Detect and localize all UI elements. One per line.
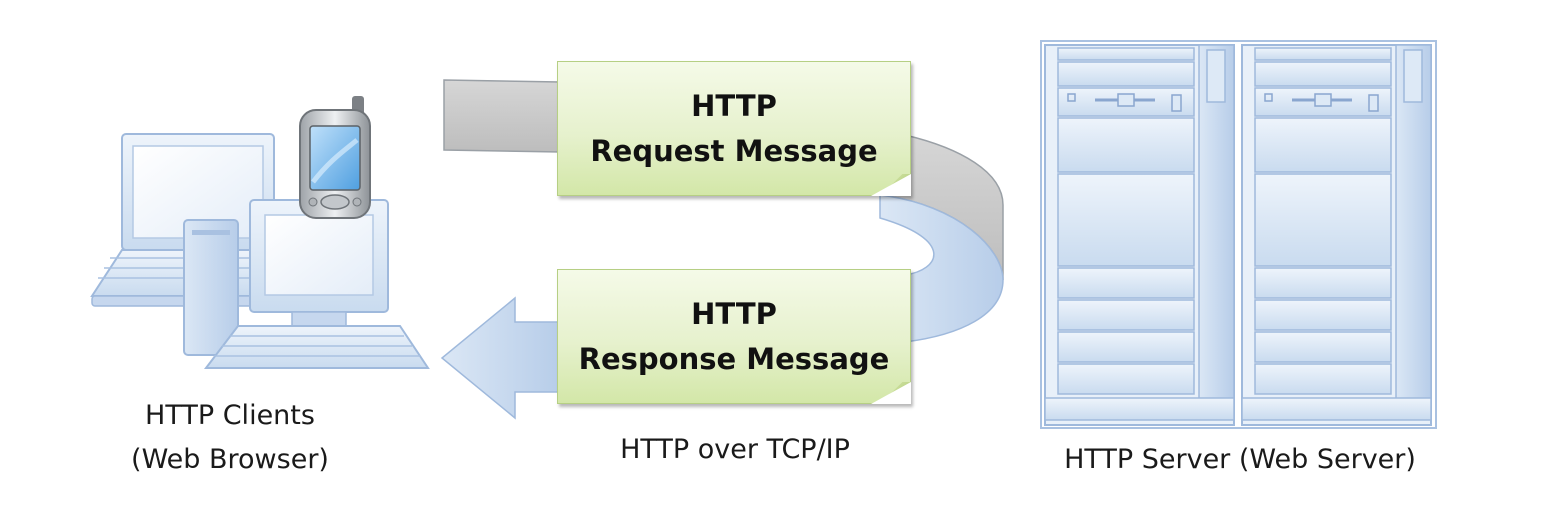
pda-phone-icon [299, 96, 371, 219]
response-box-subtitle: Response Message [578, 341, 890, 376]
desktop-pc-icon [183, 199, 430, 369]
response-box-fold [871, 382, 911, 404]
server-rack-icon [1040, 40, 1437, 429]
transport-label: HTTP over TCP/IP [620, 434, 850, 465]
request-box-subtitle: Request Message [590, 133, 878, 168]
clients-label: HTTP Clients (Web Browser) [90, 394, 370, 482]
request-box-title: HTTP [691, 88, 777, 123]
server-rack-right [1241, 44, 1432, 426]
response-message-box: HTTP Response Message [557, 269, 911, 404]
server-label: HTTP Server (Web Server) [1064, 444, 1416, 475]
clients-label-line2: (Web Browser) [131, 444, 329, 475]
server-rack-left [1044, 44, 1235, 426]
request-message-box: HTTP Request Message [557, 61, 911, 196]
clients-label-line1: HTTP Clients [145, 400, 315, 431]
response-box-title: HTTP [691, 296, 777, 331]
request-box-fold [871, 174, 911, 196]
